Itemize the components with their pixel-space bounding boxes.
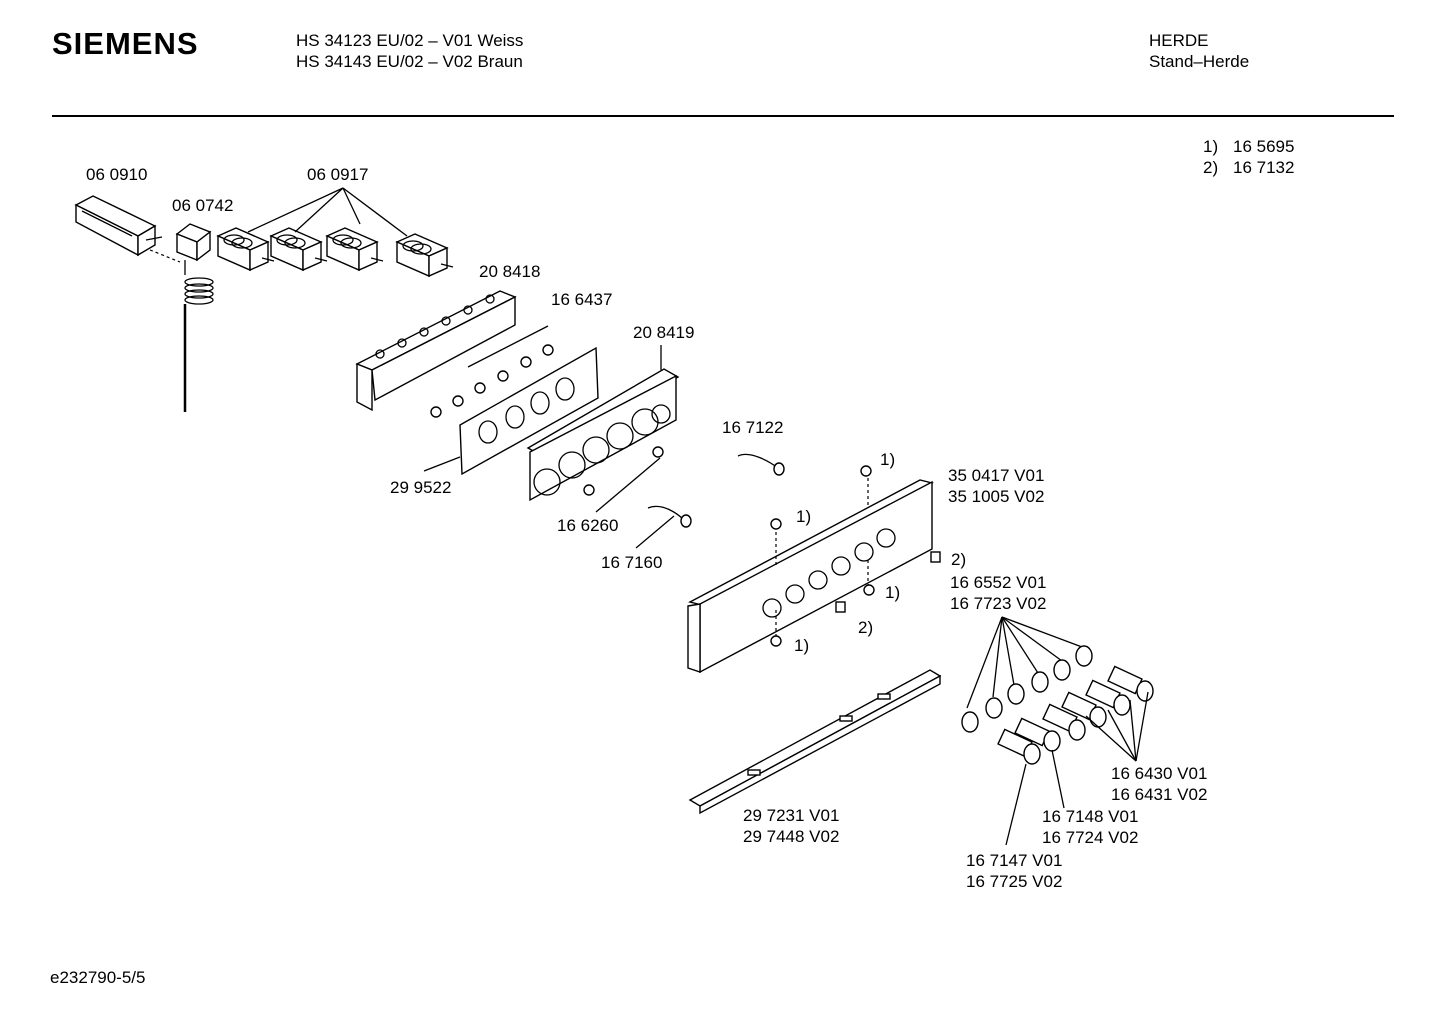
part-060742-thermostat: [175, 223, 214, 412]
part-166437-washers: [430, 325, 554, 418]
label-166437: 16 6437: [551, 290, 613, 309]
category-line-2: Stand–Herde: [1149, 52, 1250, 71]
category-line-1: HERDE: [1149, 31, 1209, 50]
label-166431: 16 6431 V02: [1111, 785, 1208, 804]
part-knobs-rings: [961, 616, 1154, 846]
document-id: e232790-5/5: [50, 968, 146, 987]
part-167160-lamp: [635, 505, 692, 549]
label-208419: 20 8419: [633, 323, 695, 342]
label-167724: 16 7724 V02: [1042, 828, 1139, 847]
label-167160: 16 7160: [601, 553, 663, 572]
label-167723: 16 7723 V02: [950, 594, 1047, 613]
note-part-2: 16 7132: [1233, 158, 1295, 177]
part-299522-gasket: [423, 346, 599, 476]
part-060917-switches: [216, 187, 454, 278]
label-060910: 06 0910: [86, 165, 148, 184]
part-208418-bracket: [355, 290, 517, 412]
label-299522: 29 9522: [390, 478, 452, 497]
label-166260: 16 6260: [557, 516, 619, 535]
note-key-2: 2): [1203, 158, 1219, 177]
label-060742: 06 0742: [172, 196, 234, 215]
label-297448: 29 7448 V02: [743, 827, 840, 846]
label-208418: 20 8418: [479, 262, 541, 281]
part-166260-clips: [583, 446, 664, 513]
part-297231-trim-strip: [688, 669, 942, 815]
label-060917: 06 0917: [307, 165, 369, 184]
part-350417-control-panel: [687, 465, 941, 674]
part-167122-lamp: [737, 453, 785, 476]
label-166552: 16 6552 V01: [950, 573, 1047, 592]
label-167148: 16 7148 V01: [1042, 807, 1139, 826]
header-divider: [52, 115, 1394, 117]
note-key-1: 1): [1203, 137, 1219, 156]
label-167147: 16 7147 V01: [966, 851, 1063, 870]
label-166430: 16 6430 V01: [1111, 764, 1208, 783]
label-167725: 16 7725 V02: [966, 872, 1063, 891]
label-350417: 35 0417 V01: [948, 466, 1045, 485]
callout-2-center: 2): [858, 618, 874, 637]
part-208419-fascia-frame: [526, 345, 680, 502]
callout-1-lower-right: 1): [885, 583, 901, 602]
model-line-1: HS 34123 EU/02 – V01 Weiss: [296, 31, 524, 50]
part-060910-terminal-block: [74, 195, 181, 263]
callout-1-upper-left: 1): [796, 507, 812, 526]
note-part-1: 16 5695: [1233, 137, 1295, 156]
brand-logo: SIEMENS: [52, 26, 199, 61]
callout-2-right: 2): [951, 550, 967, 569]
model-line-2: HS 34143 EU/02 – V02 Braun: [296, 52, 523, 71]
label-167122: 16 7122: [722, 418, 784, 437]
label-351005: 35 1005 V02: [948, 487, 1045, 506]
callout-1-top: 1): [880, 450, 896, 469]
callout-1-bottom: 1): [794, 636, 810, 655]
label-297231: 29 7231 V01: [743, 806, 840, 825]
